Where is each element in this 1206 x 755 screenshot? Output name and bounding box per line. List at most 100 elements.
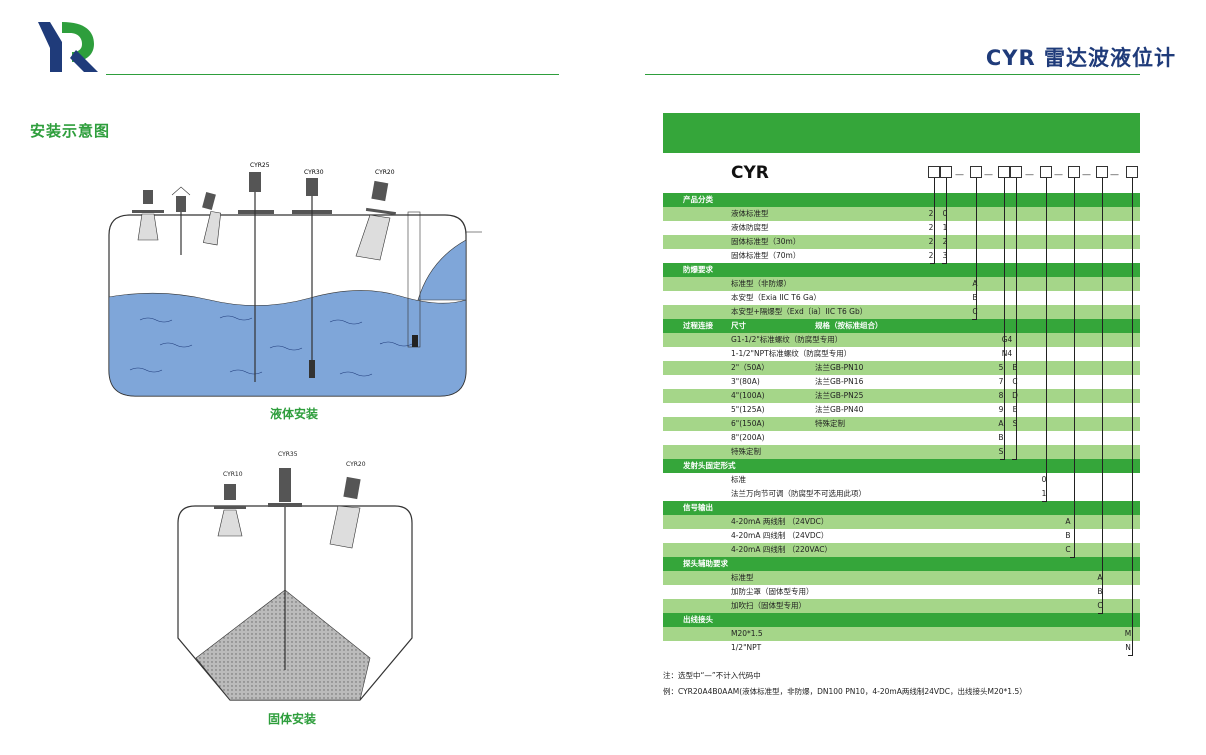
note-line-2: 例：CYR20A4B0AAM(液体标准型，非防爆，DN100 PN10，4-20… [663,687,1027,696]
solid-probe-icon-cyr20 [329,476,361,549]
row-code: 2 [928,223,934,232]
code-box [1126,166,1138,178]
liquid-probe-label-1: CYR25 [250,162,270,169]
solid-probe-icon-cyr35 [268,468,302,670]
row-code: A [1065,517,1071,526]
liquid-caption: 液体安装 [270,407,319,421]
liquid-probe-label-3: CYR20 [375,169,395,176]
connector-line [1132,178,1133,655]
row-spec: 规格（按标准组合） [815,321,883,330]
row-description: 1-1/2"NPT标准螺纹（防腐型专用） [731,349,852,358]
row-code: B [1097,587,1103,596]
code-dash: — [1025,170,1034,180]
row-description: 4-20mA 四线制 （24VDC） [731,531,829,540]
probe-icon-1 [132,190,164,241]
table-row: 加防尘罩（固体型专用）B [663,585,1140,599]
code-box [1096,166,1108,178]
company-logo [38,22,98,72]
row-description: 2"（50A） [731,363,769,372]
table-section-header: 信号输出 [663,501,1140,515]
page-title: CYR 雷达波液位计 [985,46,1176,70]
table-section-header: 出线接头 [663,613,1140,627]
solid-probe-label-3: CYR20 [346,461,366,468]
connector-end [1128,655,1133,656]
row-spec: 特殊定制 [815,419,845,428]
row-category: 探头辅助要求 [683,559,728,568]
row-description: 加吹扫（固体型专用） [731,601,806,610]
row-code: B [1065,531,1071,540]
probe-icon-cyr20 [355,180,396,261]
row-description: M20*1.5 [731,629,763,638]
row-category: 过程连接 [683,321,713,330]
row-description: 本安型（Exia IIC T6 Ga） [731,293,821,302]
connector-line [1046,178,1047,501]
code-box [970,166,982,178]
table-row: 1/2"NPT N [663,641,1140,655]
row-description: 1/2"NPT [731,643,762,652]
row-code: 3 [942,251,948,260]
table-section-header: 探头辅助要求 [663,557,1140,571]
row-code: C [1065,545,1071,554]
connector-line [1004,178,1005,459]
probe-icon-cyr30 [292,178,332,378]
row-description: 液体标准型 [731,209,769,218]
note-line-1: 注：选型中“—”不计入代码中 [663,671,761,680]
connector-line [1016,178,1017,459]
table-banner [663,113,1140,153]
connector-end [1042,501,1047,502]
liquid-installation-diagram: CYR25 CYR30 CYR20 [108,162,482,397]
row-description: 4-20mA 四线制 （220VAC） [731,545,832,554]
table-row: 8"(200A)B [663,431,1140,445]
row-code: 2 [928,251,934,260]
table-row: 本安型+隔爆型（Exd〔ia〕IIC T6 Gb）C [663,305,1140,319]
row-code: B [972,293,978,302]
code-box [1040,166,1052,178]
row-code: 7 [998,377,1004,386]
row-code: 0 [1041,475,1047,484]
row-code: 2 [928,237,934,246]
row-spec: 法兰GB-PN40 [815,405,864,414]
header-rule-right [645,74,1140,75]
liquid-probe-label-2: CYR30 [304,169,324,176]
row-code: 8 [998,391,1004,400]
row-description: 法兰万向节可调（防腐型不可选用此项） [731,489,866,498]
row-description: 本安型+隔爆型（Exd〔ia〕IIC T6 Gb） [731,307,868,316]
row-code: N [1125,643,1131,652]
table-row: 本安型（Exia IIC T6 Ga） B [663,291,1140,305]
row-spec: 法兰GB-PN10 [815,363,864,372]
solid-installation-diagram: CYR10 CYR35 CYR20 [177,451,413,701]
row-spec: 法兰GB-PN16 [815,377,864,386]
table-section-header: 防爆要求 [663,263,1140,277]
row-code: C [1012,377,1018,386]
code-dash: — [1054,170,1063,180]
row-description: 6"(150A) [731,419,765,428]
probe-icon-2 [171,186,191,255]
table-row: 标准 0 [663,473,1140,487]
row-code: N4 [1001,349,1013,358]
row-code: 1 [942,223,948,232]
row-category: 防爆要求 [683,265,713,274]
row-code: S [998,447,1004,456]
row-code: 2 [928,209,934,218]
table-row: 特殊定制 S [663,445,1140,459]
row-description: 特殊定制 [731,447,761,456]
table-row: 1-1/2"NPT标准螺纹（防腐型专用） N4 [663,347,1140,361]
code-box [998,166,1010,178]
table-row: 标准型（非防爆）A [663,277,1140,291]
header-rule-left [106,74,559,75]
row-description: 标准 [731,475,746,484]
connector-end [1000,459,1005,460]
connector-end [972,319,977,320]
row-code: A [972,279,978,288]
connector-end [1098,613,1103,614]
code-box [940,166,952,178]
probe-icon-3 [202,191,222,246]
